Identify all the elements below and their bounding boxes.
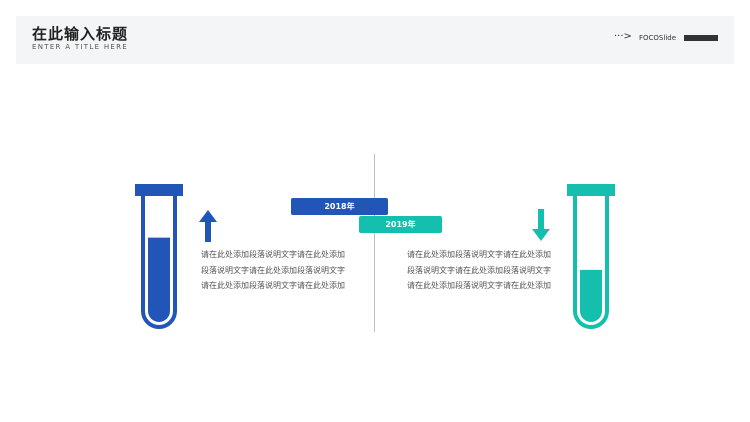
paragraph-2018: 请在此处添加段落说明文字请在此处添加段落说明文字请在此处添加段落说明文字请在此处… xyxy=(201,250,345,290)
tube-liquid xyxy=(580,269,602,322)
tube-cap xyxy=(135,184,183,196)
tube-outline xyxy=(141,196,177,329)
year-label-2018: 2018年 xyxy=(291,198,388,215)
year-label-2019: 2019年 xyxy=(359,216,442,233)
test-tube-icon-2019 xyxy=(567,184,615,329)
timeline-divider xyxy=(374,154,375,332)
tube-outline xyxy=(573,196,609,329)
arrow-down-icon xyxy=(532,209,550,241)
paragraph-2019: 请在此处添加段落说明文字请在此处添加段落说明文字请在此处添加段落说明文字请在此处… xyxy=(407,250,551,290)
page-title: 在此输入标题 xyxy=(32,25,129,43)
arrow-right-icon: ···> xyxy=(614,31,632,42)
header-bar: 在此输入标题 ENTER A TITLE HERE ···> FOCOSlide xyxy=(16,16,734,64)
brand-bar xyxy=(684,35,718,41)
page-subtitle: ENTER A TITLE HERE xyxy=(32,43,128,51)
tube-cap xyxy=(567,184,615,196)
tube-liquid xyxy=(148,237,170,322)
brand-label: FOCOSlide xyxy=(639,34,677,42)
arrow-up-icon xyxy=(199,210,217,242)
test-tube-icon-2018 xyxy=(135,184,183,329)
